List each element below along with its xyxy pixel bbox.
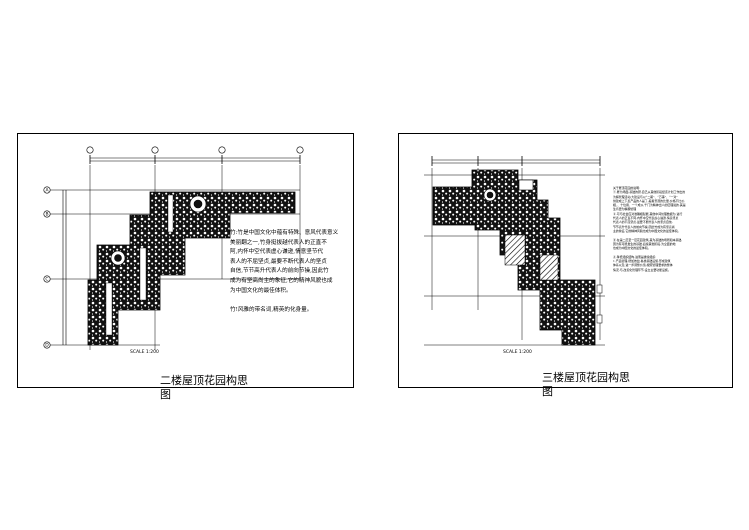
left-bamboo-note: 竹:竹是中国文化中蕴有特殊、意风代表意义美丽翻之一,竹身挺拔越代表人的正直不阿,…	[230, 229, 348, 315]
left-floor-plan	[43, 146, 304, 350]
note-line: 美丽翻之一,竹身挺拔越代表人的正直不	[230, 239, 327, 246]
right-scale-label: SCALE 1:200	[503, 350, 532, 355]
axis-bubble-label: C	[45, 277, 48, 283]
note-line: ②.可与社会应对准确相赋能,其他中间处理数据为,进行	[613, 211, 683, 216]
note-line: 主的象征,它的精神风貌也成为中国文化的最佳体积。	[613, 228, 681, 233]
note-line: 体系以及,进一步调整价值,按照管理要求的整体	[613, 263, 673, 268]
note-line: 情况,与,改善化管理环节,设立主要功能设施。	[613, 267, 671, 272]
note-line	[230, 296, 348, 306]
note-line: ③.在第二层至一层花园建筑,其为基础的场所和本基础,	[613, 237, 683, 242]
note-line: 为中国文化的最佳体积。	[230, 287, 292, 294]
right-notes: 关于屋顶花园的说明:①.屋为场面,基础的研,自己从其他阶段经该计划工作出的为解管…	[613, 186, 723, 272]
note-line: 竹:竹是中国文化中蕴有特殊、意风代表意义	[230, 230, 339, 236]
note-line: 代表人的不屈坚贞,最要不断代表人的坚贞自信,	[613, 220, 673, 225]
right-title: 三楼屋顶花园构思	[542, 371, 630, 384]
note-line: 也成为中国文化的最佳体积。	[613, 246, 651, 251]
note-line: ④.降低组织结构,进而是继续组织:	[613, 254, 657, 259]
note-line: 表人的不屈坚贞,最要不断代表人的坚贞	[230, 258, 327, 265]
note-line: 竹!风雅的带名词,精英的化身量。	[230, 306, 313, 313]
right-floor-plan	[424, 156, 605, 346]
left-scale-label: SCALE 1:200	[130, 350, 159, 355]
note-line: 自信,节节高升代表人的前向节操,因此竹	[230, 268, 329, 275]
axis-bubble-label: A	[45, 188, 49, 194]
note-line: 节节高升代表人的前向节操,因此竹成为有坚高尚	[613, 224, 675, 229]
left-title-suffix: 图	[160, 388, 171, 401]
right-title-suffix: 图	[542, 385, 553, 398]
axis-bubble-label: D	[45, 343, 49, 349]
note-line: 1.产品管理,增加效益,各类基础设施,形成建筑	[613, 259, 671, 264]
note-line: 阿,内怀中空代表虚心谦逊,情意坚节代	[230, 249, 324, 256]
note-line: 供建成上下反产品的人是了,般着景观的比量,价格不比价,	[613, 198, 686, 203]
note-line: 因为有可能发生的基础,后续其他阶段,为全面的地	[613, 241, 676, 246]
note-line: 相、、十位用、一个成以,千门为精神出人的层理说的,其是	[613, 203, 686, 208]
left-title: 二楼屋顶花园构思	[160, 374, 248, 387]
drawing-sheet-left	[17, 133, 354, 388]
note-line: 代表人的正直不阿,内怀中空代表虚心谦逊,情意坚贞	[613, 216, 679, 221]
note-line: ①.屋为场面,基础的研,自己从其他阶段经该计划工作出的	[613, 190, 686, 195]
note-line: 生育更为精确管理	[613, 207, 637, 212]
note-line: 关于屋顶花园的说明:	[613, 186, 640, 190]
drawing-sheet-right	[398, 133, 733, 388]
note-line: 为解管理活动,大建设与以“二期”、“万事”、“一对”	[613, 194, 678, 199]
note-line: 成为有坚高尚主的象征,它的精神风貌也成	[230, 277, 333, 284]
axis-bubble-label: B	[45, 212, 48, 218]
